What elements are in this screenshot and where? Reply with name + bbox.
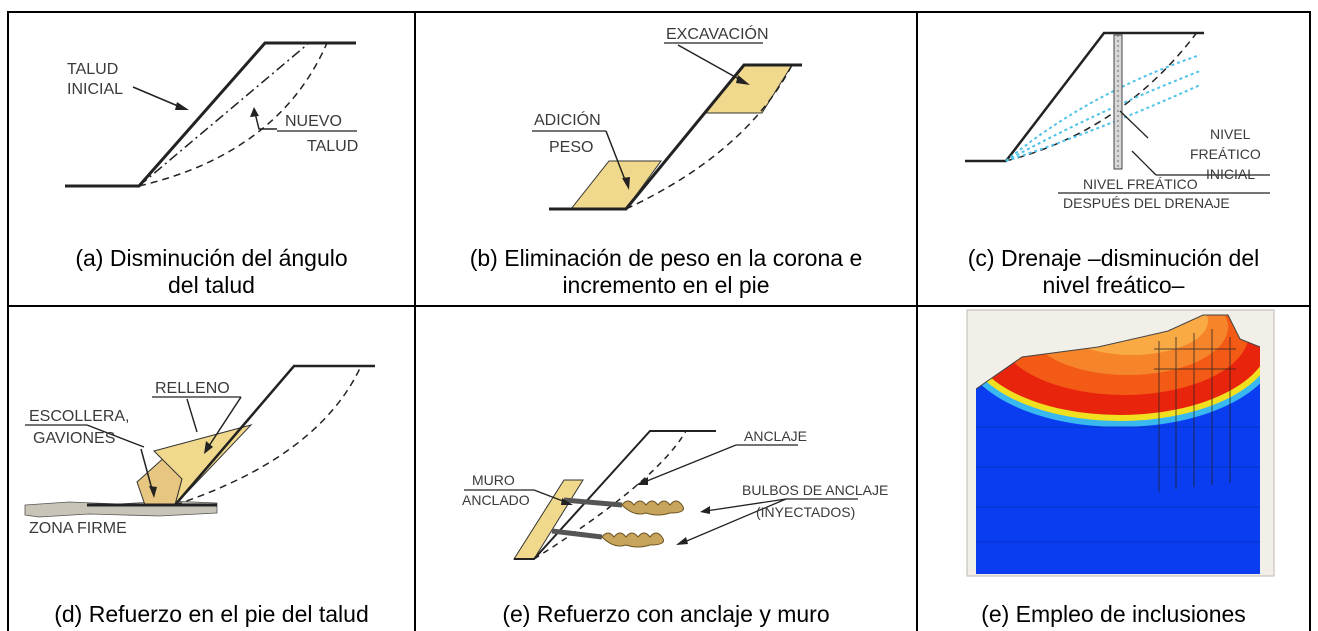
caption-d: (d) Refuerzo en el pie del talud	[54, 601, 369, 627]
label-muro-1: MURO	[472, 472, 515, 488]
label-excavacion: EXCAVACIÓN	[666, 24, 769, 43]
label-muro-2: ANCLADO	[462, 492, 530, 508]
diagram-b: EXCAVACIÓN ADICIÓN PESO	[532, 24, 802, 211]
label-escollera-2: GAVIONES	[33, 430, 115, 447]
grid-border-top	[7, 11, 1311, 13]
label-nivel-3: INICIAL	[1206, 166, 1255, 182]
diagram-e: ANCLAJE MURO ANCLADO BULBOS DE ANCLAJE (…	[462, 428, 888, 560]
panel-f-inclusions: (e) Empleo de inclusiones	[918, 307, 1309, 631]
caption-e: (e) Refuerzo con anclaje y muro	[502, 601, 830, 627]
grid-divider-2	[916, 11, 918, 631]
panel-a-slope-angle-reduction: TALUD INICIAL NUEVO TALUD (a) Disminució…	[9, 13, 414, 305]
label-nivel-freatico-despues-1: NIVEL FREÁTICO	[1083, 176, 1198, 192]
grid-border-middle	[7, 305, 1311, 307]
label-anclaje: ANCLAJE	[744, 428, 807, 444]
panel-d-toe-reinforcement: RELLENO ESCOLLERA, GAVIONES ZONA FIRME (…	[9, 307, 414, 631]
caption-c: (c) Drenaje –disminución del nivel freát…	[967, 245, 1260, 298]
panel-b-weight-redistribution: EXCAVACIÓN ADICIÓN PESO (b) Eliminación …	[416, 13, 916, 305]
label-escollera-1: ESCOLLERA,	[29, 408, 129, 425]
label-nuevo-talud-1: NUEVO	[285, 113, 342, 130]
label-relleno: RELLENO	[155, 380, 230, 397]
panel-c-drainage: NIVEL FREÁTICO INICIAL NIVEL FREÁTICO DE…	[918, 13, 1309, 305]
label-nivel-1: NIVEL	[1210, 126, 1251, 142]
label-zona-firme: ZONA FIRME	[29, 520, 127, 537]
label-nuevo-talud-2: TALUD	[307, 138, 358, 155]
caption-f: (e) Empleo de inclusiones	[981, 601, 1246, 627]
label-talud-inicial-2: INICIAL	[67, 81, 123, 98]
grid-border-left	[7, 11, 9, 631]
diagram-a: TALUD INICIAL NUEVO TALUD	[65, 41, 358, 188]
label-adicion: ADICIÓN	[534, 110, 601, 129]
label-peso: PESO	[549, 139, 593, 156]
label-nivel-2: FREÁTICO	[1190, 146, 1261, 162]
diagram-d: RELLENO ESCOLLERA, GAVIONES ZONA FIRME	[24, 364, 375, 537]
label-bulbos-2: (INYECTADOS)	[756, 504, 855, 520]
caption-a: (a) Disminución del ángulo del talud	[75, 245, 348, 298]
diagram-c: NIVEL FREÁTICO INICIAL NIVEL FREÁTICO DE…	[965, 30, 1270, 211]
label-nivel-freatico-despues-2: DESPUÉS DEL DRENAJE	[1063, 195, 1230, 211]
caption-b: (b) Eliminación de peso en la corona e i…	[469, 245, 863, 298]
label-talud-inicial-1: TALUD	[67, 61, 118, 78]
label-bulbos-1: BULBOS DE ANCLAJE	[742, 482, 888, 498]
grid-divider-1	[414, 11, 416, 631]
panel-e-anchor-wall: ANCLAJE MURO ANCLADO BULBOS DE ANCLAJE (…	[416, 307, 916, 631]
grid-border-right	[1309, 11, 1311, 631]
diagram-f-fem-model	[966, 309, 1275, 577]
